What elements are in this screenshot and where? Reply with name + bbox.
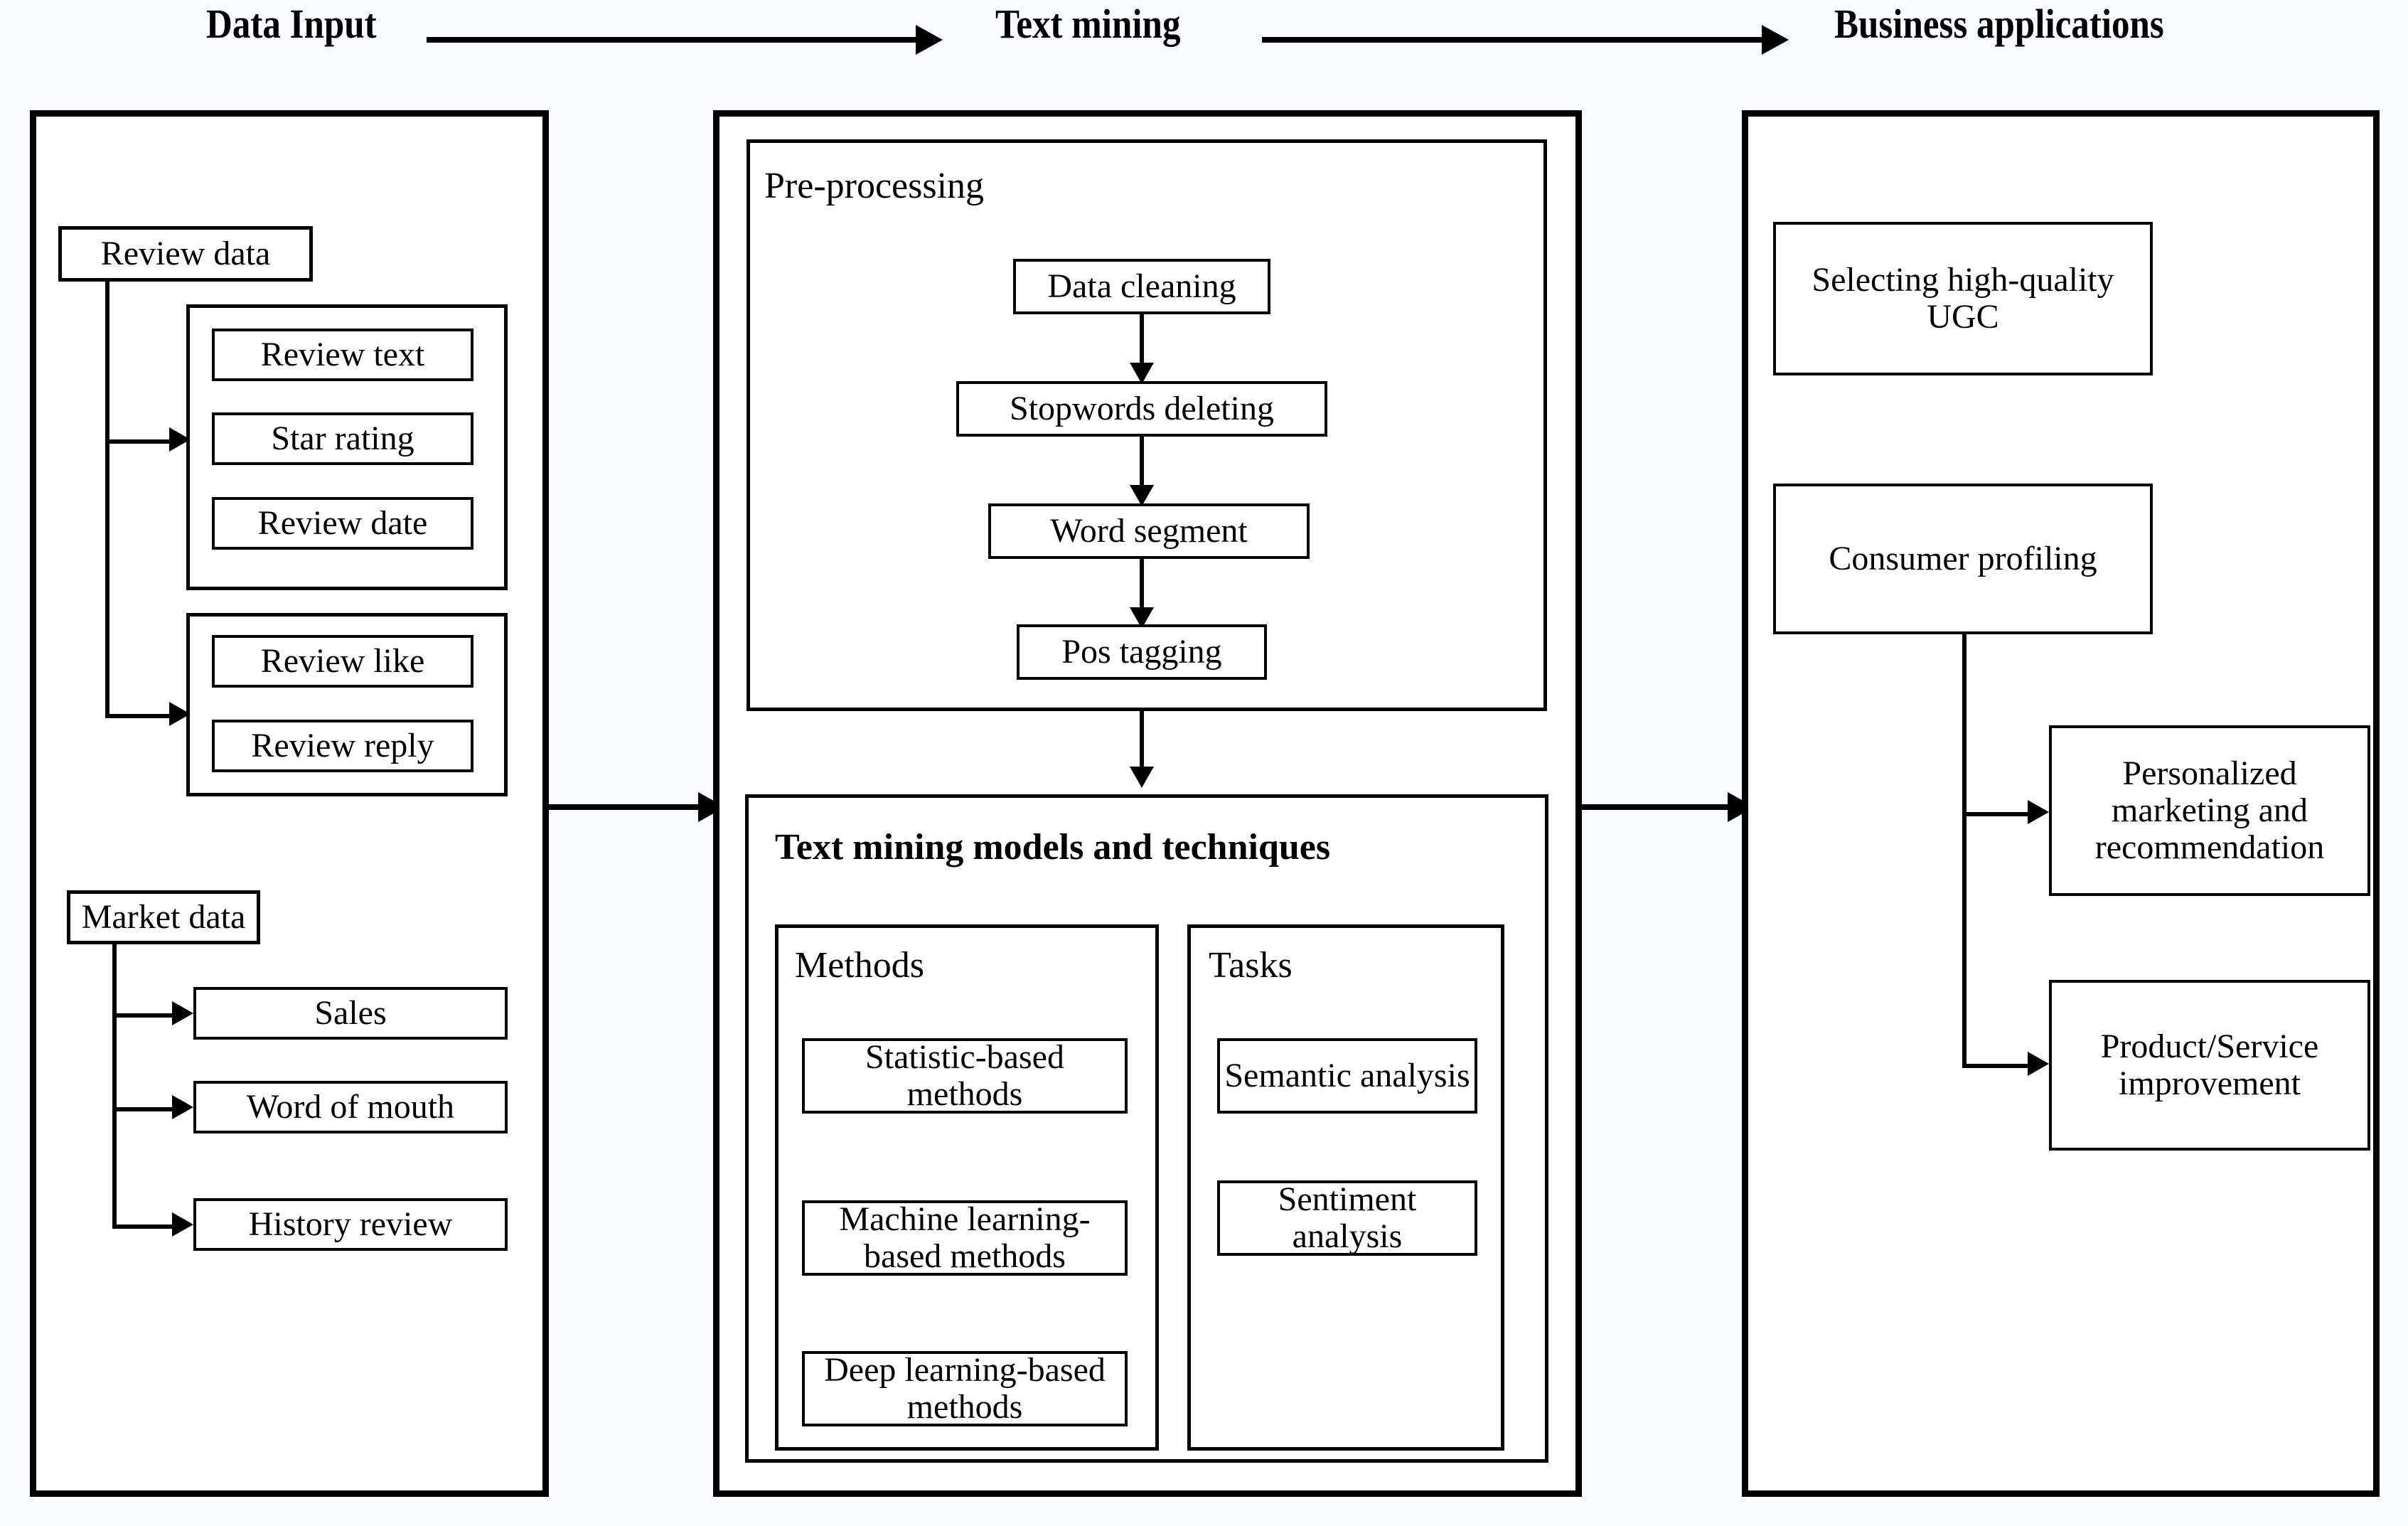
preprocess-line-3 [1140,559,1144,624]
word-segment-box[interactable]: Word segment [988,503,1310,559]
mining-to-business-line [1582,804,1731,810]
phase-title-business-applications: Business applications [1834,1,2164,47]
arrow-right-icon [172,1001,193,1025]
market-data-branch-3 [112,1224,173,1229]
arrow-right-icon [172,1095,193,1119]
review-reply-box[interactable]: Review reply [212,720,473,772]
review-data-box[interactable]: Review data [58,226,313,282]
selecting-high-quality-ugc-box[interactable]: Selecting high-quality UGC [1773,222,2153,375]
preprocessing-to-models-line [1140,711,1144,775]
arrow-down-icon [1130,767,1154,788]
data-cleaning-box[interactable]: Data cleaning [1013,259,1270,314]
product-service-improvement-box[interactable]: Product/Service improvement [2049,980,2370,1151]
sales-box[interactable]: Sales [193,987,508,1040]
preprocess-line-2 [1140,437,1144,502]
machine-learning-based-methods-box[interactable]: Machine learning-based methods [802,1200,1128,1276]
phase-title-data-input: Data Input [206,1,377,47]
preprocessing-label: Pre-processing [764,166,985,206]
consumer-profiling-branch-1 [1962,812,2030,816]
star-rating-box[interactable]: Star rating [212,412,473,465]
review-text-box[interactable]: Review text [212,329,473,381]
stopwords-deleting-box[interactable]: Stopwords deleting [956,381,1327,437]
phase-title-text-mining: Text mining [995,1,1181,47]
market-data-trunk [112,944,117,1229]
header-connector-line-1 [427,37,917,43]
arrow-right-icon [172,1212,193,1237]
arrow-down-icon [1130,363,1154,384]
deep-learning-based-methods-box[interactable]: Deep learning-based methods [802,1351,1128,1426]
review-date-box[interactable]: Review date [212,497,473,550]
review-like-box[interactable]: Review like [212,635,473,688]
semantic-analysis-box[interactable]: Semantic analysis [1217,1038,1477,1114]
pos-tagging-box[interactable]: Pos tagging [1017,624,1267,680]
market-data-box[interactable]: Market data [67,890,260,944]
arrow-right-icon [916,25,943,55]
methods-label: Methods [795,945,924,986]
history-review-box[interactable]: History review [193,1198,508,1251]
consumer-profiling-box[interactable]: Consumer profiling [1773,484,2153,634]
statistic-based-methods-box[interactable]: Statistic-based methods [802,1038,1128,1114]
market-data-branch-2 [112,1107,173,1111]
arrow-right-icon [2028,1052,2049,1076]
preprocess-line-1 [1140,314,1144,380]
input-to-mining-line [549,804,700,810]
review-data-branch-1 [105,439,171,444]
tasks-label: Tasks [1209,945,1293,986]
header-connector-line-2 [1262,37,1763,43]
review-data-branch-2 [105,714,171,718]
sentiment-analysis-box[interactable]: Sentiment analysis [1217,1180,1477,1256]
market-data-branch-1 [112,1013,173,1018]
arrow-right-icon [1762,25,1789,55]
text-mining-models-label: Text mining models and techniques [775,827,1331,868]
review-data-trunk [105,282,109,718]
consumer-profiling-trunk [1962,634,1966,1068]
arrow-down-icon [1130,485,1154,506]
word-of-mouth-box[interactable]: Word of mouth [193,1081,508,1133]
personalized-marketing-box[interactable]: Personalized marketing and recommendatio… [2049,725,2370,896]
consumer-profiling-branch-2 [1962,1064,2030,1068]
arrow-right-icon [2028,800,2049,824]
